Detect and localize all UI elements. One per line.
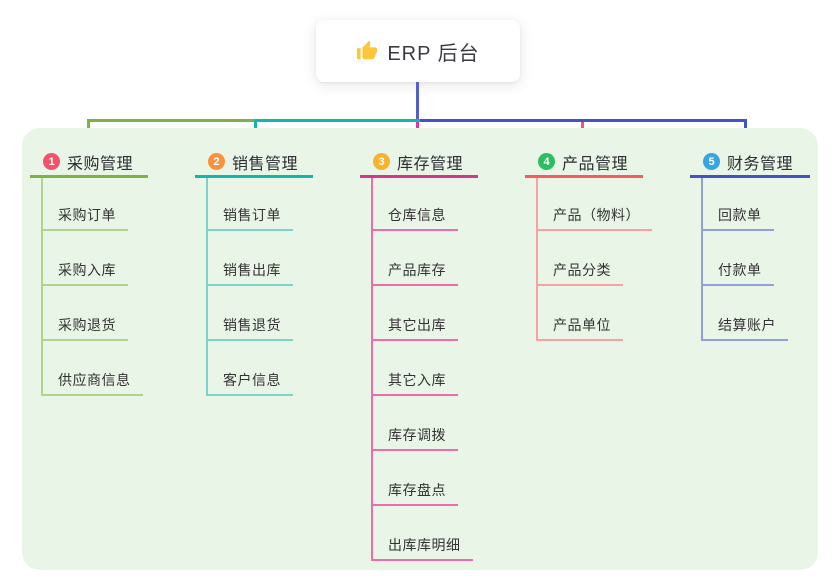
branch-number-badge: 3 [373, 153, 390, 170]
branch-head[interactable]: 4 产品管理 [525, 148, 643, 175]
branch-label: 财务管理 [727, 155, 794, 173]
branch-spine-line [206, 178, 208, 396]
branch-label: 销售管理 [232, 155, 299, 173]
branch-spine-line [701, 178, 703, 341]
child-node[interactable]: 回款单 [701, 201, 774, 231]
branch-number-badge: 2 [208, 153, 225, 170]
child-node[interactable]: 产品（物料） [536, 201, 652, 231]
branch-head[interactable]: 2 销售管理 [195, 148, 313, 175]
child-label: 采购退货 [58, 317, 116, 333]
branch-财务管理: 5 财务管理 回款单付款单结算账户 [690, 148, 810, 341]
child-node[interactable]: 结算账户 [701, 311, 788, 341]
child-label: 产品库存 [388, 262, 446, 278]
branch-库存管理: 3 库存管理 仓库信息产品库存其它出库其它入库库存调拨库存盘点出库库明细 [360, 148, 478, 561]
connector-segment-teal [255, 119, 420, 122]
branch-spine-line [41, 178, 43, 396]
child-label: 采购订单 [58, 207, 116, 223]
branch-number-badge: 1 [43, 153, 60, 170]
child-label: 其它出库 [388, 317, 446, 333]
connector-segment-indigo [417, 119, 747, 122]
branch-underline [525, 175, 643, 178]
branch-label: 产品管理 [562, 155, 629, 173]
child-node[interactable]: 销售订单 [206, 201, 293, 231]
branch-销售管理: 2 销售管理 销售订单销售出库销售退货客户信息 [195, 148, 313, 396]
child-node[interactable]: 产品单位 [536, 311, 623, 341]
child-node[interactable]: 产品库存 [371, 256, 458, 286]
branch-label: 采购管理 [67, 155, 134, 173]
child-node[interactable]: 供应商信息 [41, 366, 143, 396]
root-label: ERP 后台 [387, 42, 480, 65]
child-label: 回款单 [718, 207, 762, 223]
child-label: 库存调拨 [388, 427, 446, 443]
branch-number-badge: 4 [538, 153, 555, 170]
branch-head[interactable]: 5 财务管理 [690, 148, 810, 175]
connector-segment-green [87, 119, 257, 122]
child-node[interactable]: 其它出库 [371, 311, 458, 341]
branch-产品管理: 4 产品管理 产品（物料） 产品分类产品单位 [525, 148, 652, 341]
child-node[interactable]: 采购入库 [41, 256, 128, 286]
child-node[interactable]: 产品分类 [536, 256, 623, 286]
child-label: 其它入库 [388, 372, 446, 388]
child-label: 销售退货 [223, 317, 281, 333]
child-node[interactable]: 仓库信息 [371, 201, 458, 231]
child-label: 出库库明细 [388, 537, 461, 553]
child-node[interactable]: 客户信息 [206, 366, 293, 396]
child-node[interactable]: 付款单 [701, 256, 774, 286]
child-label: 销售出库 [223, 262, 281, 278]
branch-head[interactable]: 1 采购管理 [30, 148, 148, 175]
child-node[interactable]: 采购退货 [41, 311, 128, 341]
thumbs-up-icon [357, 40, 378, 60]
child-label: 库存盘点 [388, 482, 446, 498]
child-label: 供应商信息 [58, 372, 131, 388]
child-node[interactable]: 销售出库 [206, 256, 293, 286]
branch-head[interactable]: 3 库存管理 [360, 148, 478, 175]
child-label: 结算账户 [718, 317, 776, 333]
child-label: 客户信息 [223, 372, 281, 388]
root-node[interactable]: ERP 后台 [316, 20, 520, 82]
child-node[interactable]: 库存盘点 [371, 476, 458, 506]
child-label: 仓库信息 [388, 207, 446, 223]
child-label: 采购入库 [58, 262, 116, 278]
child-label: 产品分类 [553, 262, 611, 278]
child-node[interactable]: 采购订单 [41, 201, 128, 231]
branch-underline [30, 175, 148, 178]
child-node[interactable]: 出库库明细 [371, 531, 473, 561]
branch-underline [360, 175, 478, 178]
child-label: 产品（物料） [553, 207, 640, 223]
child-label: 产品单位 [553, 317, 611, 333]
branch-spine-line [371, 178, 373, 561]
branch-number-badge: 5 [703, 153, 720, 170]
child-node[interactable]: 其它入库 [371, 366, 458, 396]
branch-label: 库存管理 [397, 155, 464, 173]
branch-采购管理: 1 采购管理 采购订单采购入库采购退货供应商信息 [30, 148, 148, 396]
branch-underline [690, 175, 810, 178]
branch-underline [195, 175, 313, 178]
child-node[interactable]: 销售退货 [206, 311, 293, 341]
child-label: 付款单 [718, 262, 762, 278]
mindmap-panel [22, 128, 818, 570]
child-node[interactable]: 库存调拨 [371, 421, 458, 451]
child-label: 销售订单 [223, 207, 281, 223]
root-connector-line [416, 82, 419, 119]
branch-spine-line [536, 178, 538, 341]
